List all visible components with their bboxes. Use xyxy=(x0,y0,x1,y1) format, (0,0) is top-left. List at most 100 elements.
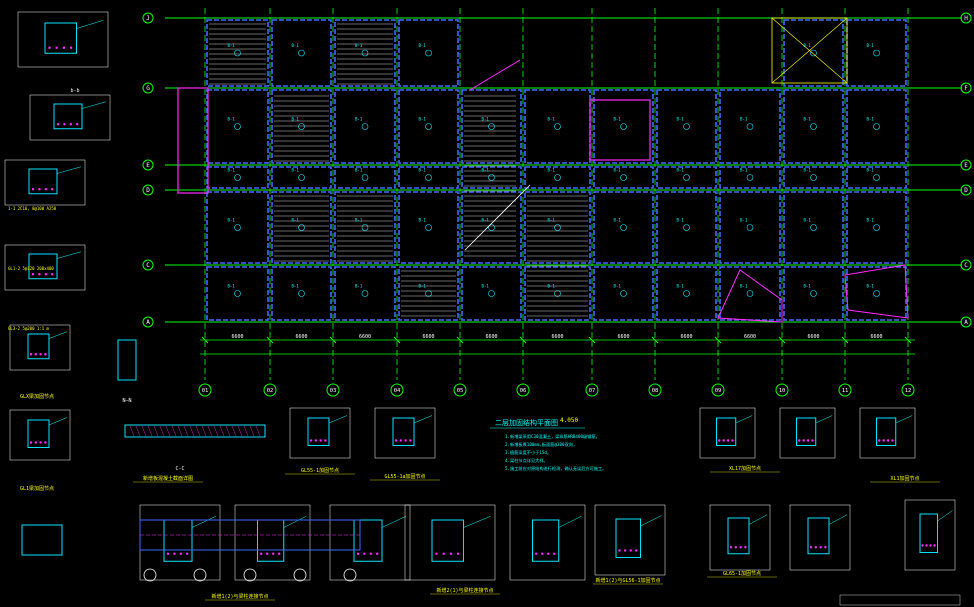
panel-mark xyxy=(620,123,627,130)
rebar-dot xyxy=(76,123,79,126)
panel-label: B-1 xyxy=(482,284,490,289)
slab-panel xyxy=(206,166,269,189)
rebar-dot xyxy=(44,273,47,276)
panel-mark xyxy=(361,290,369,297)
slab-panel xyxy=(783,89,844,164)
rebar-dot xyxy=(553,552,556,555)
panel-mark xyxy=(746,224,754,231)
panel-label: B-1 xyxy=(292,218,300,223)
slab-panel xyxy=(783,191,844,264)
slab-panel xyxy=(656,166,717,189)
slab-panel xyxy=(593,191,654,264)
panel-label: B-1 xyxy=(804,218,812,223)
row-axis-bubble xyxy=(142,316,154,328)
rebar-dot xyxy=(44,441,47,444)
detail-frame xyxy=(859,407,916,459)
dimension-tick xyxy=(456,336,464,344)
slab-panel xyxy=(461,191,522,264)
rebar-dot xyxy=(44,353,47,356)
rebar-dot xyxy=(744,546,747,549)
row-axis-bubble xyxy=(142,259,154,271)
panel-mark xyxy=(425,224,432,231)
panel-mark xyxy=(234,49,241,57)
bottom-detail xyxy=(779,407,836,459)
leader-line xyxy=(748,514,768,525)
rebar-dot xyxy=(394,439,398,442)
panel-mark xyxy=(873,224,880,231)
col-axis-label: 09 xyxy=(715,388,722,394)
leader-line xyxy=(191,516,217,528)
rebar-dot xyxy=(31,188,35,191)
slab-panel xyxy=(398,89,459,164)
slab-panel xyxy=(719,89,781,164)
leader-line xyxy=(895,415,913,424)
panel-label: B-1 xyxy=(292,284,300,289)
slab-panel xyxy=(846,19,907,87)
detail-section xyxy=(28,168,58,195)
slab-panel xyxy=(334,266,396,321)
detail-bubble xyxy=(143,568,157,582)
panel-label: B-1 xyxy=(355,284,363,289)
col-axis-bubble xyxy=(838,383,852,397)
panel-mark xyxy=(554,123,561,130)
slab-panel xyxy=(846,266,907,321)
dimension-tick xyxy=(266,336,274,344)
panel-mark xyxy=(810,123,817,130)
panel-label: B-1 xyxy=(804,117,812,122)
panel-mark xyxy=(298,123,305,130)
bottom-detail xyxy=(289,407,351,459)
cc-hatch xyxy=(135,425,141,437)
col-axis-bubble xyxy=(516,383,530,397)
leader-line xyxy=(56,166,82,174)
rebar-dot xyxy=(819,546,822,549)
panel-label: B-1 xyxy=(548,284,556,289)
rebar-dot xyxy=(51,188,54,191)
detail-frame xyxy=(789,504,851,571)
general-note: 1.新增梁采用C30混凝土，梁纵筋HRB400级钢筋， xyxy=(505,433,600,440)
panel-mark xyxy=(425,290,432,297)
rebar-dot xyxy=(29,353,33,356)
panel-label: B-1 xyxy=(867,168,875,173)
detail-frame xyxy=(779,407,836,459)
row-axis-label: G xyxy=(146,85,150,92)
detail-frame xyxy=(139,504,221,581)
rebar-dot xyxy=(802,439,805,442)
leader-line xyxy=(463,516,491,528)
row-axis-label: C xyxy=(146,262,150,269)
panel-mark xyxy=(425,123,432,130)
detail-title: 新增1(2)与梁柱连接节点 xyxy=(211,593,268,600)
cc-hatch xyxy=(231,425,237,437)
dimension-tick xyxy=(714,336,722,344)
slab-panel xyxy=(398,191,459,264)
slab-panel xyxy=(846,89,907,164)
slab-panel xyxy=(656,191,717,264)
slab-panel xyxy=(334,166,396,189)
rebar-dot xyxy=(324,439,327,442)
slab-panel xyxy=(271,266,332,321)
col-axis-label: 03 xyxy=(330,388,337,394)
rebar-dot xyxy=(369,552,372,555)
leader-line xyxy=(735,415,753,424)
slab-panel xyxy=(719,166,781,189)
rebar-dot xyxy=(726,439,730,442)
row-axis-bubble xyxy=(142,184,154,196)
panel-mark xyxy=(234,290,241,297)
detail-section xyxy=(44,22,77,54)
dimension-text: 6600 xyxy=(617,334,629,340)
slab-panel xyxy=(206,19,269,87)
panel-label: B-1 xyxy=(740,168,748,173)
panel-label: B-1 xyxy=(740,218,748,223)
plan-walls xyxy=(206,19,907,321)
rebar-dot xyxy=(34,441,37,444)
detail-title: 新增板混凝土截面详图 xyxy=(143,475,193,482)
panel-mark xyxy=(873,290,880,297)
panel-label: B-1 xyxy=(548,117,556,122)
cc-hatch xyxy=(183,425,189,437)
detail-section xyxy=(27,419,50,448)
rebar-dot xyxy=(166,552,170,555)
detail-frame xyxy=(289,407,351,459)
detail-section xyxy=(807,517,830,555)
slab-panel xyxy=(398,266,459,321)
panel-label: B-1 xyxy=(292,43,300,48)
panel-label: B-1 xyxy=(804,168,812,173)
